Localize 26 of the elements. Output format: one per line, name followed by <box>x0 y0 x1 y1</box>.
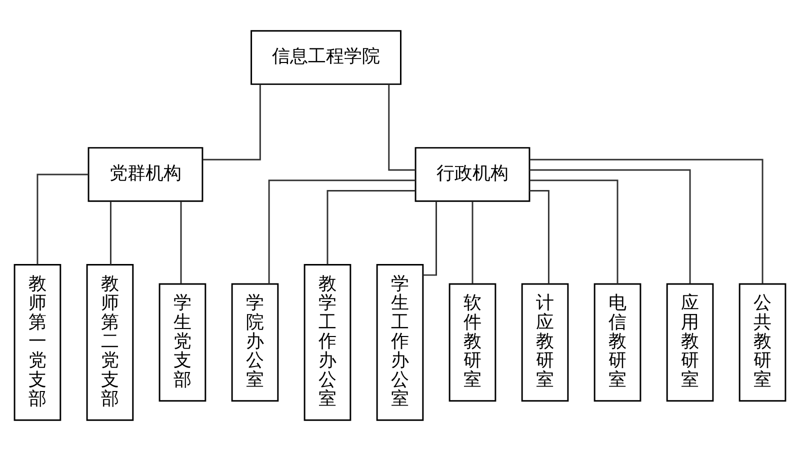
node-box: 党群机构 <box>88 146 204 202</box>
node-box: 学生工作办公室 <box>376 263 424 420</box>
connector <box>530 158 764 284</box>
connector <box>326 189 416 264</box>
connector <box>268 179 416 284</box>
connector <box>110 200 112 264</box>
node-box: 学生党支部 <box>158 282 206 402</box>
connector <box>530 179 618 284</box>
node-box: 教师第二党支部 <box>86 263 134 420</box>
node-box: 公共教研室 <box>738 282 786 402</box>
node-box: 行政机构 <box>414 146 530 202</box>
node-box: 电信教研室 <box>594 282 642 402</box>
node-box: 教师第一党支部 <box>14 263 62 420</box>
node-box: 应用教研室 <box>666 282 714 402</box>
connector <box>36 173 88 264</box>
node-box: 软件教研室 <box>448 282 496 402</box>
node-box: 教学工作办公室 <box>304 263 352 420</box>
node-box: 学院办公室 <box>231 282 279 402</box>
connector <box>388 84 416 170</box>
connector <box>472 200 474 283</box>
connector <box>202 84 261 160</box>
node-box: 计应教研室 <box>521 282 569 402</box>
node-box: 信息工程学院 <box>250 30 402 84</box>
connector <box>180 200 182 283</box>
connector <box>530 168 691 284</box>
connector <box>529 189 550 284</box>
